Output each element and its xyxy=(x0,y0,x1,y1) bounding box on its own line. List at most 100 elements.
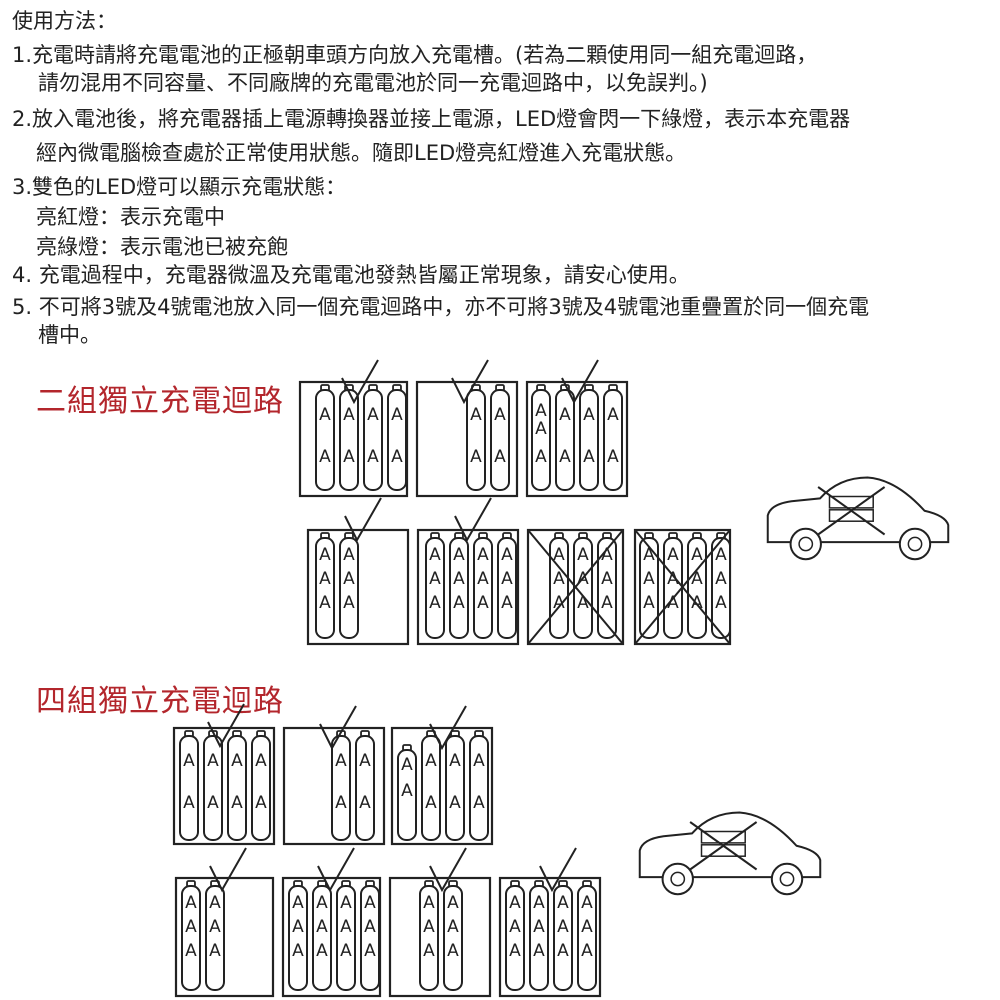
battery-label: A xyxy=(583,405,595,425)
battery-icon: AAA xyxy=(443,880,463,991)
battery-label: A xyxy=(535,447,547,467)
battery-label: A xyxy=(343,447,355,467)
battery-label: A xyxy=(292,941,304,961)
section-four-title: 四組獨立充電迴路 xyxy=(36,684,284,719)
battery-label: A xyxy=(367,447,379,467)
battery-body xyxy=(227,735,247,841)
battery-body xyxy=(597,537,617,639)
battery-body xyxy=(445,735,465,841)
battery-body xyxy=(421,735,441,841)
battery-label: A xyxy=(581,893,593,913)
battery-label: A xyxy=(501,545,513,565)
battery-label: A xyxy=(607,447,619,467)
battery-label: A xyxy=(447,917,459,937)
instructions-heading: 使用方法： xyxy=(12,9,117,33)
battery-icon: AAA xyxy=(497,532,517,639)
battery-icon: AA xyxy=(555,384,575,491)
battery-icon: AAA xyxy=(553,880,573,991)
battery-label: A xyxy=(364,941,376,961)
check-mark-icon xyxy=(319,705,357,751)
battery-label: A xyxy=(340,893,352,913)
battery-label: A xyxy=(319,405,331,425)
battery-label: A xyxy=(494,405,506,425)
battery-label: A xyxy=(340,941,352,961)
battery-label: A xyxy=(425,793,437,813)
battery-label: A xyxy=(643,593,655,613)
battery-icon: AA xyxy=(579,384,599,491)
battery-label: A xyxy=(255,751,267,771)
car-wheel xyxy=(661,862,694,896)
battery-icon: AA xyxy=(490,384,510,491)
battery-label: A xyxy=(553,545,565,565)
battery-icon: AAA xyxy=(425,532,445,639)
battery-label: A xyxy=(255,793,267,813)
battery-icon: AAA xyxy=(449,532,469,639)
battery-label: A xyxy=(667,593,679,613)
battery-icon: AAA xyxy=(687,532,707,639)
battery-label: A xyxy=(691,545,703,565)
instruction-line-2: 請勿混用不同容量、不同廠牌的充電電池於同一充電迴路中，以免誤判。) xyxy=(38,71,708,95)
battery-icon: AAA xyxy=(315,532,335,639)
instruction-line-8: 4. 充電過程中，充電器微溫及充電電池發熱皆屬正常現象，請安心使用。 xyxy=(12,263,690,287)
battery-body xyxy=(529,885,549,991)
battery-label: A xyxy=(391,405,403,425)
instruction-line-3: 2.放入電池後，將充電器插上電源轉換器並接上電源，LED燈會閃一下綠燈，表示本充… xyxy=(12,107,851,131)
battery-label: A xyxy=(501,569,513,589)
battery-icon: AAA xyxy=(711,532,731,639)
battery-label: A xyxy=(577,545,589,565)
battery-label: A xyxy=(231,793,243,813)
check-mark-icon xyxy=(341,359,379,405)
battery-label: A xyxy=(581,941,593,961)
battery-label: A xyxy=(557,917,569,937)
battery-label: A xyxy=(359,751,371,771)
battery-label: A xyxy=(401,755,413,775)
battery-label: A xyxy=(509,941,521,961)
check-mark-icon xyxy=(429,847,467,893)
check-mark-icon xyxy=(344,497,382,543)
battery-body xyxy=(315,537,335,639)
check-mark-icon xyxy=(451,359,489,405)
battery-icon: AA xyxy=(445,730,465,841)
battery-label: A xyxy=(449,793,461,813)
section-two-title: 二組獨立充電迴路 xyxy=(36,384,284,419)
battery-icon: AA xyxy=(469,730,489,841)
battery-body xyxy=(336,885,356,991)
battery-icon: AAA xyxy=(288,880,308,991)
battery-body xyxy=(466,389,486,491)
battery-body xyxy=(179,735,199,841)
charger-box xyxy=(388,876,492,998)
battery-label: A xyxy=(319,593,331,613)
cross-mark-icon xyxy=(634,529,731,645)
battery-body xyxy=(711,537,731,639)
battery-icon: AAA xyxy=(531,384,551,491)
battery-body xyxy=(288,885,308,991)
battery-label: A xyxy=(667,569,679,589)
battery-body xyxy=(205,885,225,991)
battery-label: A xyxy=(364,893,376,913)
battery-label: A xyxy=(533,941,545,961)
battery-label: A xyxy=(185,893,197,913)
battery-body xyxy=(425,537,445,639)
battery-icon: AA xyxy=(179,730,199,841)
battery-body xyxy=(531,389,551,491)
instruction-line-10: 槽中。 xyxy=(38,323,101,347)
check-mark-icon xyxy=(539,847,577,893)
battery-icon: AAA xyxy=(529,880,549,991)
battery-label: A xyxy=(364,917,376,937)
battery-label: A xyxy=(501,593,513,613)
battery-label: A xyxy=(557,893,569,913)
battery-label: A xyxy=(470,447,482,467)
battery-label: A xyxy=(447,893,459,913)
battery-label: A xyxy=(185,917,197,937)
car-battery-top xyxy=(700,830,746,844)
battery-body xyxy=(505,885,525,991)
battery-icon: AAA xyxy=(473,532,493,639)
battery-label: A xyxy=(509,917,521,937)
battery-label: A xyxy=(715,569,727,589)
battery-icon: AAA xyxy=(597,532,617,639)
instruction-line-5: 3.雙色的LED燈可以顯示充電狀態： xyxy=(12,175,347,199)
battery-icon: AA xyxy=(331,730,351,841)
battery-label: A xyxy=(319,447,331,467)
battery-label: A xyxy=(423,893,435,913)
